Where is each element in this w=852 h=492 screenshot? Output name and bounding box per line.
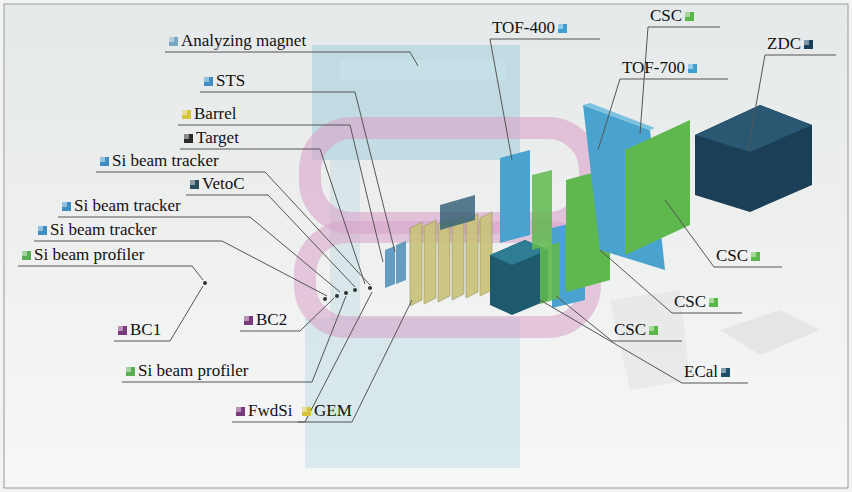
part-name: ZDC	[767, 35, 801, 53]
color-icon	[751, 252, 760, 261]
part-label: BC1	[115, 321, 161, 339]
color-icon	[804, 40, 813, 49]
part-name: TOF-400	[492, 19, 555, 37]
color-icon	[688, 64, 697, 73]
part-label: Si beam profiler	[19, 246, 144, 264]
color-icon	[126, 367, 135, 376]
part-name: Si beam tracker	[112, 152, 219, 170]
color-icon	[709, 298, 718, 307]
color-icon	[184, 134, 193, 143]
part-label: TOF-400	[492, 19, 570, 37]
part-label: ECal	[684, 363, 733, 381]
part-label: Target	[181, 129, 239, 147]
color-icon	[685, 12, 694, 21]
part-label: Si beam tracker	[97, 152, 219, 170]
part-name: VetoC	[202, 175, 245, 193]
color-icon	[182, 110, 191, 119]
part-name: BC1	[130, 321, 161, 339]
color-icon	[558, 24, 567, 33]
part-label: FwdSi	[233, 402, 292, 420]
color-icon	[22, 251, 31, 260]
color-icon	[62, 202, 71, 211]
part-label: CSC	[674, 293, 721, 311]
color-icon	[244, 316, 253, 325]
color-icon	[118, 326, 127, 335]
part-label: GEM	[299, 402, 352, 420]
part-name: BC2	[256, 311, 287, 329]
part-label: TOF-700	[622, 59, 700, 77]
part-name: FwdSi	[248, 402, 292, 420]
part-name: Si beam profiler	[34, 246, 144, 264]
color-icon	[236, 407, 245, 416]
part-name: GEM	[314, 402, 352, 420]
part-label: STS	[201, 72, 245, 90]
part-name: Analyzing magnet	[181, 32, 306, 50]
part-label: ZDC	[767, 35, 816, 53]
part-name: STS	[216, 72, 245, 90]
part-label: Si beam tracker	[59, 197, 181, 215]
part-name: CSC	[674, 293, 706, 311]
part-label: CSC	[650, 7, 697, 25]
part-label: Analyzing magnet	[166, 32, 306, 50]
color-icon	[100, 157, 109, 166]
part-label: Barrel	[179, 105, 236, 123]
part-name: Si beam tracker	[50, 221, 157, 239]
color-icon	[190, 180, 199, 189]
part-label: BC2	[241, 311, 287, 329]
part-name: CSC	[716, 247, 748, 265]
part-label: VetoC	[187, 175, 245, 193]
part-name: Target	[196, 129, 239, 147]
part-label: CSC	[614, 321, 661, 339]
part-label: Si beam tracker	[35, 221, 157, 239]
part-name: Barrel	[194, 105, 236, 123]
part-name: Si beam profiler	[138, 362, 248, 380]
part-name: ECal	[684, 363, 718, 381]
part-name: TOF-700	[622, 59, 685, 77]
color-icon	[204, 77, 213, 86]
color-icon	[169, 37, 178, 46]
part-name: CSC	[650, 7, 682, 25]
part-label: CSC	[716, 247, 763, 265]
color-icon	[721, 368, 730, 377]
part-name: CSC	[614, 321, 646, 339]
color-icon	[649, 326, 658, 335]
color-icon	[302, 407, 311, 416]
part-name: Si beam tracker	[74, 197, 181, 215]
color-icon	[38, 226, 47, 235]
part-label: Si beam profiler	[123, 362, 248, 380]
